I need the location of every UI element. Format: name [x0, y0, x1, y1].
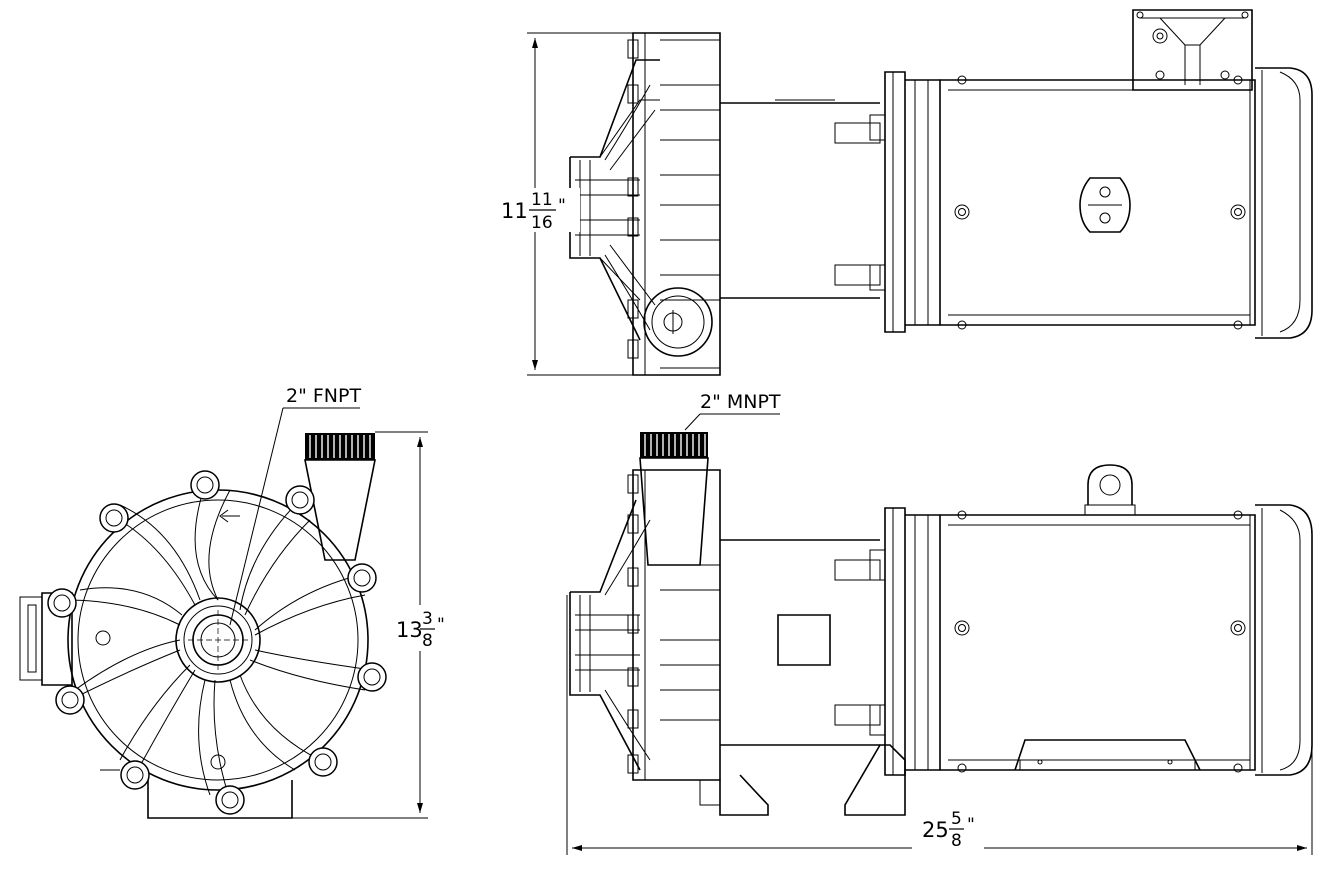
dim-height-side-den: 16	[531, 213, 553, 233]
callout-suction: 2" FNPT	[286, 385, 361, 407]
dim-length-unit: "	[967, 815, 975, 835]
dim-length-num: 5	[951, 809, 962, 829]
dim-height-front-den: 8	[422, 631, 433, 651]
callout-discharge: 2" MNPT	[700, 391, 781, 413]
top-view	[498, 9, 1313, 376]
dim-height-side-whole: 11	[501, 199, 528, 223]
front-view	[19, 407, 450, 819]
dim-height-front-num: 3	[422, 609, 433, 629]
dimension-height-front: 13 3 8 "	[396, 609, 445, 651]
dim-height-side-num: 11	[531, 190, 553, 210]
side-view	[566, 413, 1313, 855]
dim-height-side-unit: "	[558, 196, 566, 216]
dim-length-whole: 25	[922, 818, 949, 842]
dimension-height-side: 11 11 16 "	[501, 190, 566, 233]
dim-height-front-unit: "	[437, 615, 445, 635]
dimension-length-overall: 25 5 8 "	[922, 809, 975, 851]
dim-length-den: 8	[951, 831, 962, 851]
dim-height-front-whole: 13	[396, 618, 423, 642]
